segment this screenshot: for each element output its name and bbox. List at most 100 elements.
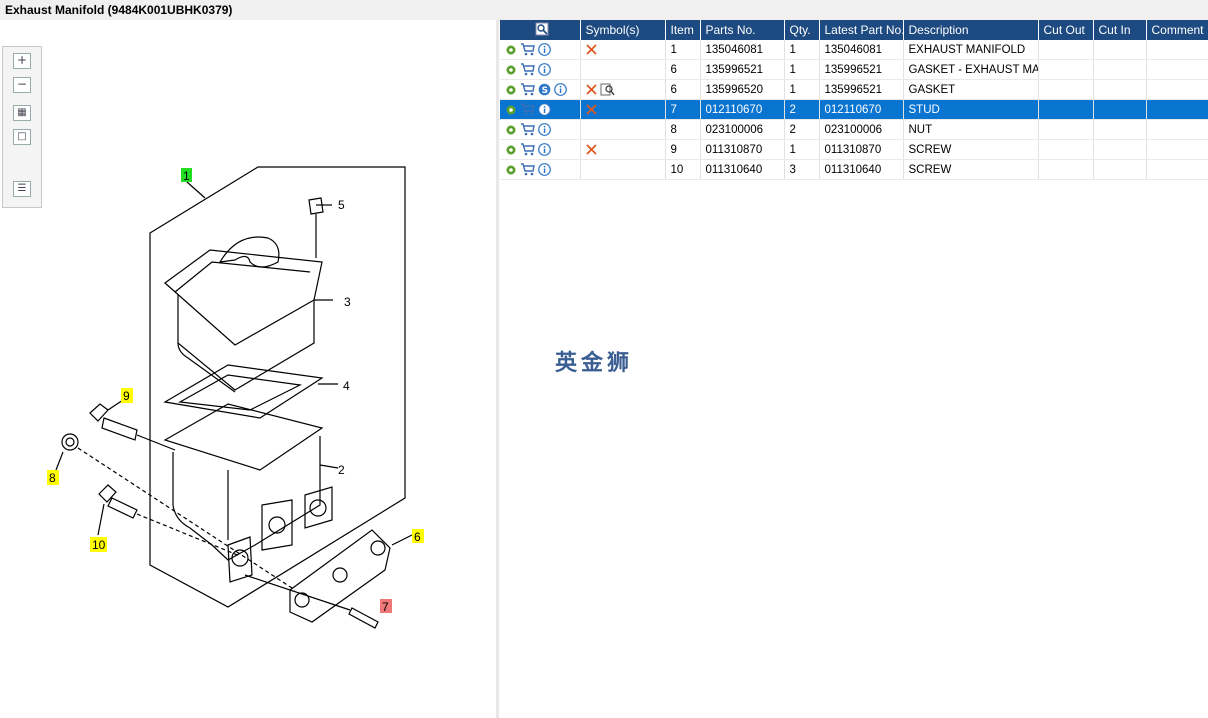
cell-cut-out bbox=[1038, 159, 1094, 180]
info-icon[interactable] bbox=[538, 103, 551, 116]
header-cut-out[interactable]: Cut Out bbox=[1038, 20, 1094, 40]
info-icon[interactable] bbox=[538, 63, 551, 76]
pane-splitter[interactable] bbox=[496, 20, 499, 718]
cell-cut-in bbox=[1093, 40, 1147, 60]
cross-icon bbox=[585, 144, 597, 155]
cell-cut-out bbox=[1038, 119, 1094, 140]
cart-icon[interactable] bbox=[520, 143, 535, 156]
header-cut-in[interactable]: Cut In bbox=[1093, 20, 1147, 40]
cell-description: GASKET - EXHAUST MANIF bbox=[903, 59, 1039, 80]
callout-5-text: 5 bbox=[338, 198, 345, 212]
cell-qty: 1 bbox=[784, 40, 820, 60]
cell-item: 7 bbox=[665, 99, 701, 120]
grid-header-row: Symbol(s) Item Parts No. Qty. Latest Par… bbox=[500, 20, 1208, 40]
cell-description: GASKET bbox=[903, 79, 1039, 100]
gear-icon[interactable] bbox=[505, 144, 517, 156]
cell-comment bbox=[1146, 159, 1208, 180]
svg-text:S: S bbox=[542, 86, 548, 96]
info-icon[interactable] bbox=[538, 123, 551, 136]
callout-10-bg bbox=[90, 537, 107, 552]
cell-symbols bbox=[580, 99, 666, 120]
magnify-doc-icon[interactable] bbox=[600, 83, 615, 96]
list-export-icon[interactable]: ☰ bbox=[13, 181, 31, 197]
cart-icon[interactable] bbox=[520, 63, 535, 76]
cart-icon[interactable] bbox=[520, 163, 535, 176]
callout-3-text: 3 bbox=[344, 295, 351, 309]
callout-2-text: 2 bbox=[338, 463, 345, 477]
cell-item: 9 bbox=[665, 139, 701, 160]
cell-parts-no: 135996520 bbox=[700, 79, 785, 100]
cell-description: SCREW bbox=[903, 159, 1039, 180]
info-icon[interactable] bbox=[538, 43, 551, 56]
info-icon[interactable] bbox=[554, 83, 567, 96]
cell-description: NUT bbox=[903, 119, 1039, 140]
gear-icon[interactable] bbox=[505, 104, 517, 116]
cell-latest-part-no: 135996521 bbox=[819, 79, 904, 100]
cell-item: 1 bbox=[665, 40, 701, 60]
cell-symbols bbox=[580, 79, 666, 100]
cell-item: 8 bbox=[665, 119, 701, 140]
cell-actions bbox=[500, 99, 581, 120]
cell-symbols bbox=[580, 139, 666, 160]
cell-comment bbox=[1146, 119, 1208, 140]
cell-qty: 2 bbox=[784, 119, 820, 140]
gear-icon[interactable] bbox=[505, 124, 517, 136]
cart-icon[interactable] bbox=[520, 83, 535, 96]
cell-cut-out bbox=[1038, 79, 1094, 100]
grid-icon[interactable]: ▦ bbox=[13, 105, 31, 121]
cart-icon[interactable] bbox=[520, 123, 535, 136]
cell-description: EXHAUST MANIFOLD bbox=[903, 40, 1039, 60]
square-icon[interactable]: □ bbox=[13, 129, 31, 145]
callout-8-text: 8 bbox=[49, 471, 56, 485]
cross-icon bbox=[585, 84, 597, 95]
cart-icon[interactable] bbox=[520, 103, 535, 116]
cell-parts-no: 023100006 bbox=[700, 119, 785, 140]
info-icon[interactable] bbox=[538, 143, 551, 156]
cell-comment bbox=[1146, 59, 1208, 80]
magnify-icon bbox=[535, 22, 549, 35]
header-search[interactable] bbox=[500, 20, 581, 40]
cell-symbols bbox=[580, 119, 666, 140]
gear-icon[interactable] bbox=[505, 44, 517, 56]
cell-qty: 2 bbox=[784, 99, 820, 120]
gear-icon[interactable] bbox=[505, 64, 517, 76]
plus-icon[interactable]: + bbox=[13, 53, 31, 69]
minus-icon[interactable]: − bbox=[13, 77, 31, 93]
header-comment[interactable]: Comment bbox=[1146, 20, 1208, 40]
cell-latest-part-no: 011310870 bbox=[819, 139, 904, 160]
parts-grid: Symbol(s) Item Parts No. Qty. Latest Par… bbox=[500, 20, 1208, 180]
gear-icon[interactable] bbox=[505, 84, 517, 96]
cart-icon[interactable] bbox=[520, 43, 535, 56]
header-latest-part-no[interactable]: Latest Part No. bbox=[819, 20, 904, 40]
cell-symbols bbox=[580, 59, 666, 80]
header-description[interactable]: Description bbox=[903, 20, 1039, 40]
cell-actions bbox=[500, 139, 581, 160]
callout-1-bg bbox=[181, 168, 192, 182]
cell-actions bbox=[500, 59, 581, 80]
cell-item: 6 bbox=[665, 59, 701, 80]
info-icon[interactable] bbox=[538, 163, 551, 176]
gear-icon[interactable] bbox=[505, 164, 517, 176]
diagram-pane[interactable]: 1 2 3 4 5 6 7 8 9 10 + − ▦ □ ☰ bbox=[0, 20, 496, 718]
cell-latest-part-no: 011310640 bbox=[819, 159, 904, 180]
callout-7-bg bbox=[380, 599, 392, 613]
exploded-parts-diagram[interactable]: 1 2 3 4 5 6 7 8 9 10 bbox=[0, 20, 496, 718]
header-item[interactable]: Item bbox=[665, 20, 701, 40]
header-qty[interactable]: Qty. bbox=[784, 20, 820, 40]
cell-cut-out bbox=[1038, 40, 1094, 60]
header-parts-no[interactable]: Parts No. bbox=[700, 20, 785, 40]
header-symbols[interactable]: Symbol(s) bbox=[580, 20, 666, 40]
cell-actions: S bbox=[500, 79, 581, 100]
s-badge-icon[interactable]: S bbox=[538, 83, 551, 96]
cell-comment bbox=[1146, 99, 1208, 120]
cell-cut-in bbox=[1093, 99, 1147, 120]
callout-9-text: 9 bbox=[123, 389, 130, 403]
